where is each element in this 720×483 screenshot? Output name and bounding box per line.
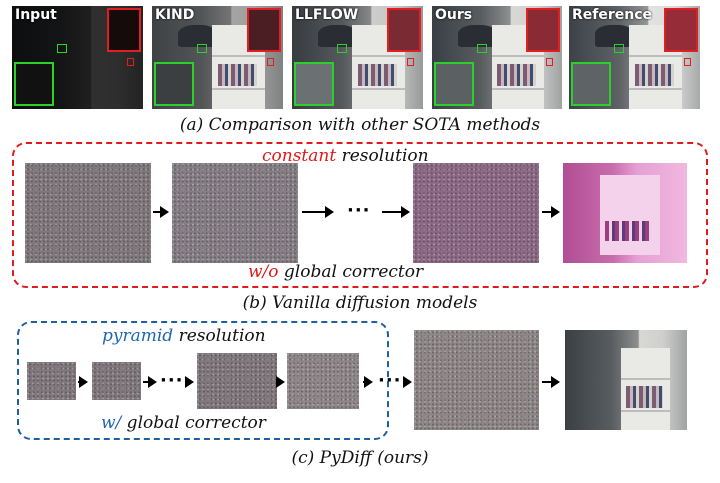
arrow	[185, 376, 194, 388]
pyramid-resolution-label: pyramid resolution	[102, 326, 266, 346]
constant-resolution-box	[12, 142, 708, 288]
noise-image	[25, 163, 151, 263]
ellipsis: ···	[160, 370, 184, 391]
zoom-green-box	[294, 62, 334, 106]
noise-image-small	[27, 362, 76, 400]
caption-a: (a) Comparison with other SOTA methods	[179, 115, 541, 135]
green-marker	[57, 44, 67, 53]
panel-llflow: LLFLOW	[292, 6, 423, 109]
denoised-step-image-large	[414, 330, 539, 430]
red-marker	[684, 58, 691, 66]
constant-resolution-label: constant resolution	[262, 146, 429, 166]
caption-b: (b) Vanilla diffusion models	[242, 293, 478, 313]
red-marker	[267, 58, 274, 66]
panel-kind: KIND	[152, 6, 283, 109]
zoom-green-box	[154, 62, 194, 106]
zoom-green-box	[434, 62, 474, 106]
panel-label: KIND	[155, 7, 195, 23]
zoom-red-box	[526, 8, 560, 52]
green-marker	[197, 44, 207, 53]
denoised-step-image-medium	[287, 353, 359, 409]
arrow	[276, 376, 285, 388]
arrow	[382, 206, 410, 218]
red-marker	[546, 58, 553, 66]
arrow	[542, 206, 560, 218]
pyramid-resolution-box	[17, 321, 389, 440]
arrow	[78, 376, 88, 388]
panel-reference: Reference	[569, 6, 700, 109]
caption-c: (c) PyDiff (ours)	[291, 448, 429, 468]
arrow	[403, 376, 412, 388]
panel-ours: Ours	[432, 6, 562, 109]
denoised-step-image	[413, 163, 539, 263]
ellipsis: ···	[378, 370, 402, 391]
zoom-green-box	[571, 62, 611, 106]
with-global-corrector-label: w/ global corrector	[101, 413, 266, 433]
panel-label: LLFLOW	[295, 7, 359, 23]
zoom-red-box	[107, 8, 141, 52]
zoom-red-box	[387, 8, 421, 52]
panel-label: Ours	[435, 7, 473, 23]
green-marker	[337, 44, 347, 53]
arrow	[363, 376, 373, 388]
zoom-red-box	[664, 8, 698, 52]
arrow	[153, 206, 169, 218]
noisy-step-image	[172, 163, 298, 263]
panel-label: Reference	[572, 7, 653, 23]
arrow	[542, 376, 560, 388]
pink-output-image	[563, 163, 687, 263]
arrow	[143, 376, 157, 388]
green-marker	[477, 44, 487, 53]
zoom-red-box	[247, 8, 281, 52]
red-marker	[127, 58, 134, 66]
green-marker	[614, 44, 624, 53]
pydiff-output-image	[565, 330, 687, 430]
red-marker	[407, 58, 414, 66]
arrow	[302, 206, 334, 218]
panel-label: Input	[15, 7, 57, 23]
noisy-step-image-medium	[197, 353, 277, 409]
without-global-corrector-label: w/o global corrector	[248, 262, 424, 282]
zoom-green-box	[14, 62, 54, 106]
panel-input: Input	[12, 6, 143, 109]
ellipsis: ···	[347, 200, 371, 221]
noisy-step-image-small	[92, 362, 141, 400]
